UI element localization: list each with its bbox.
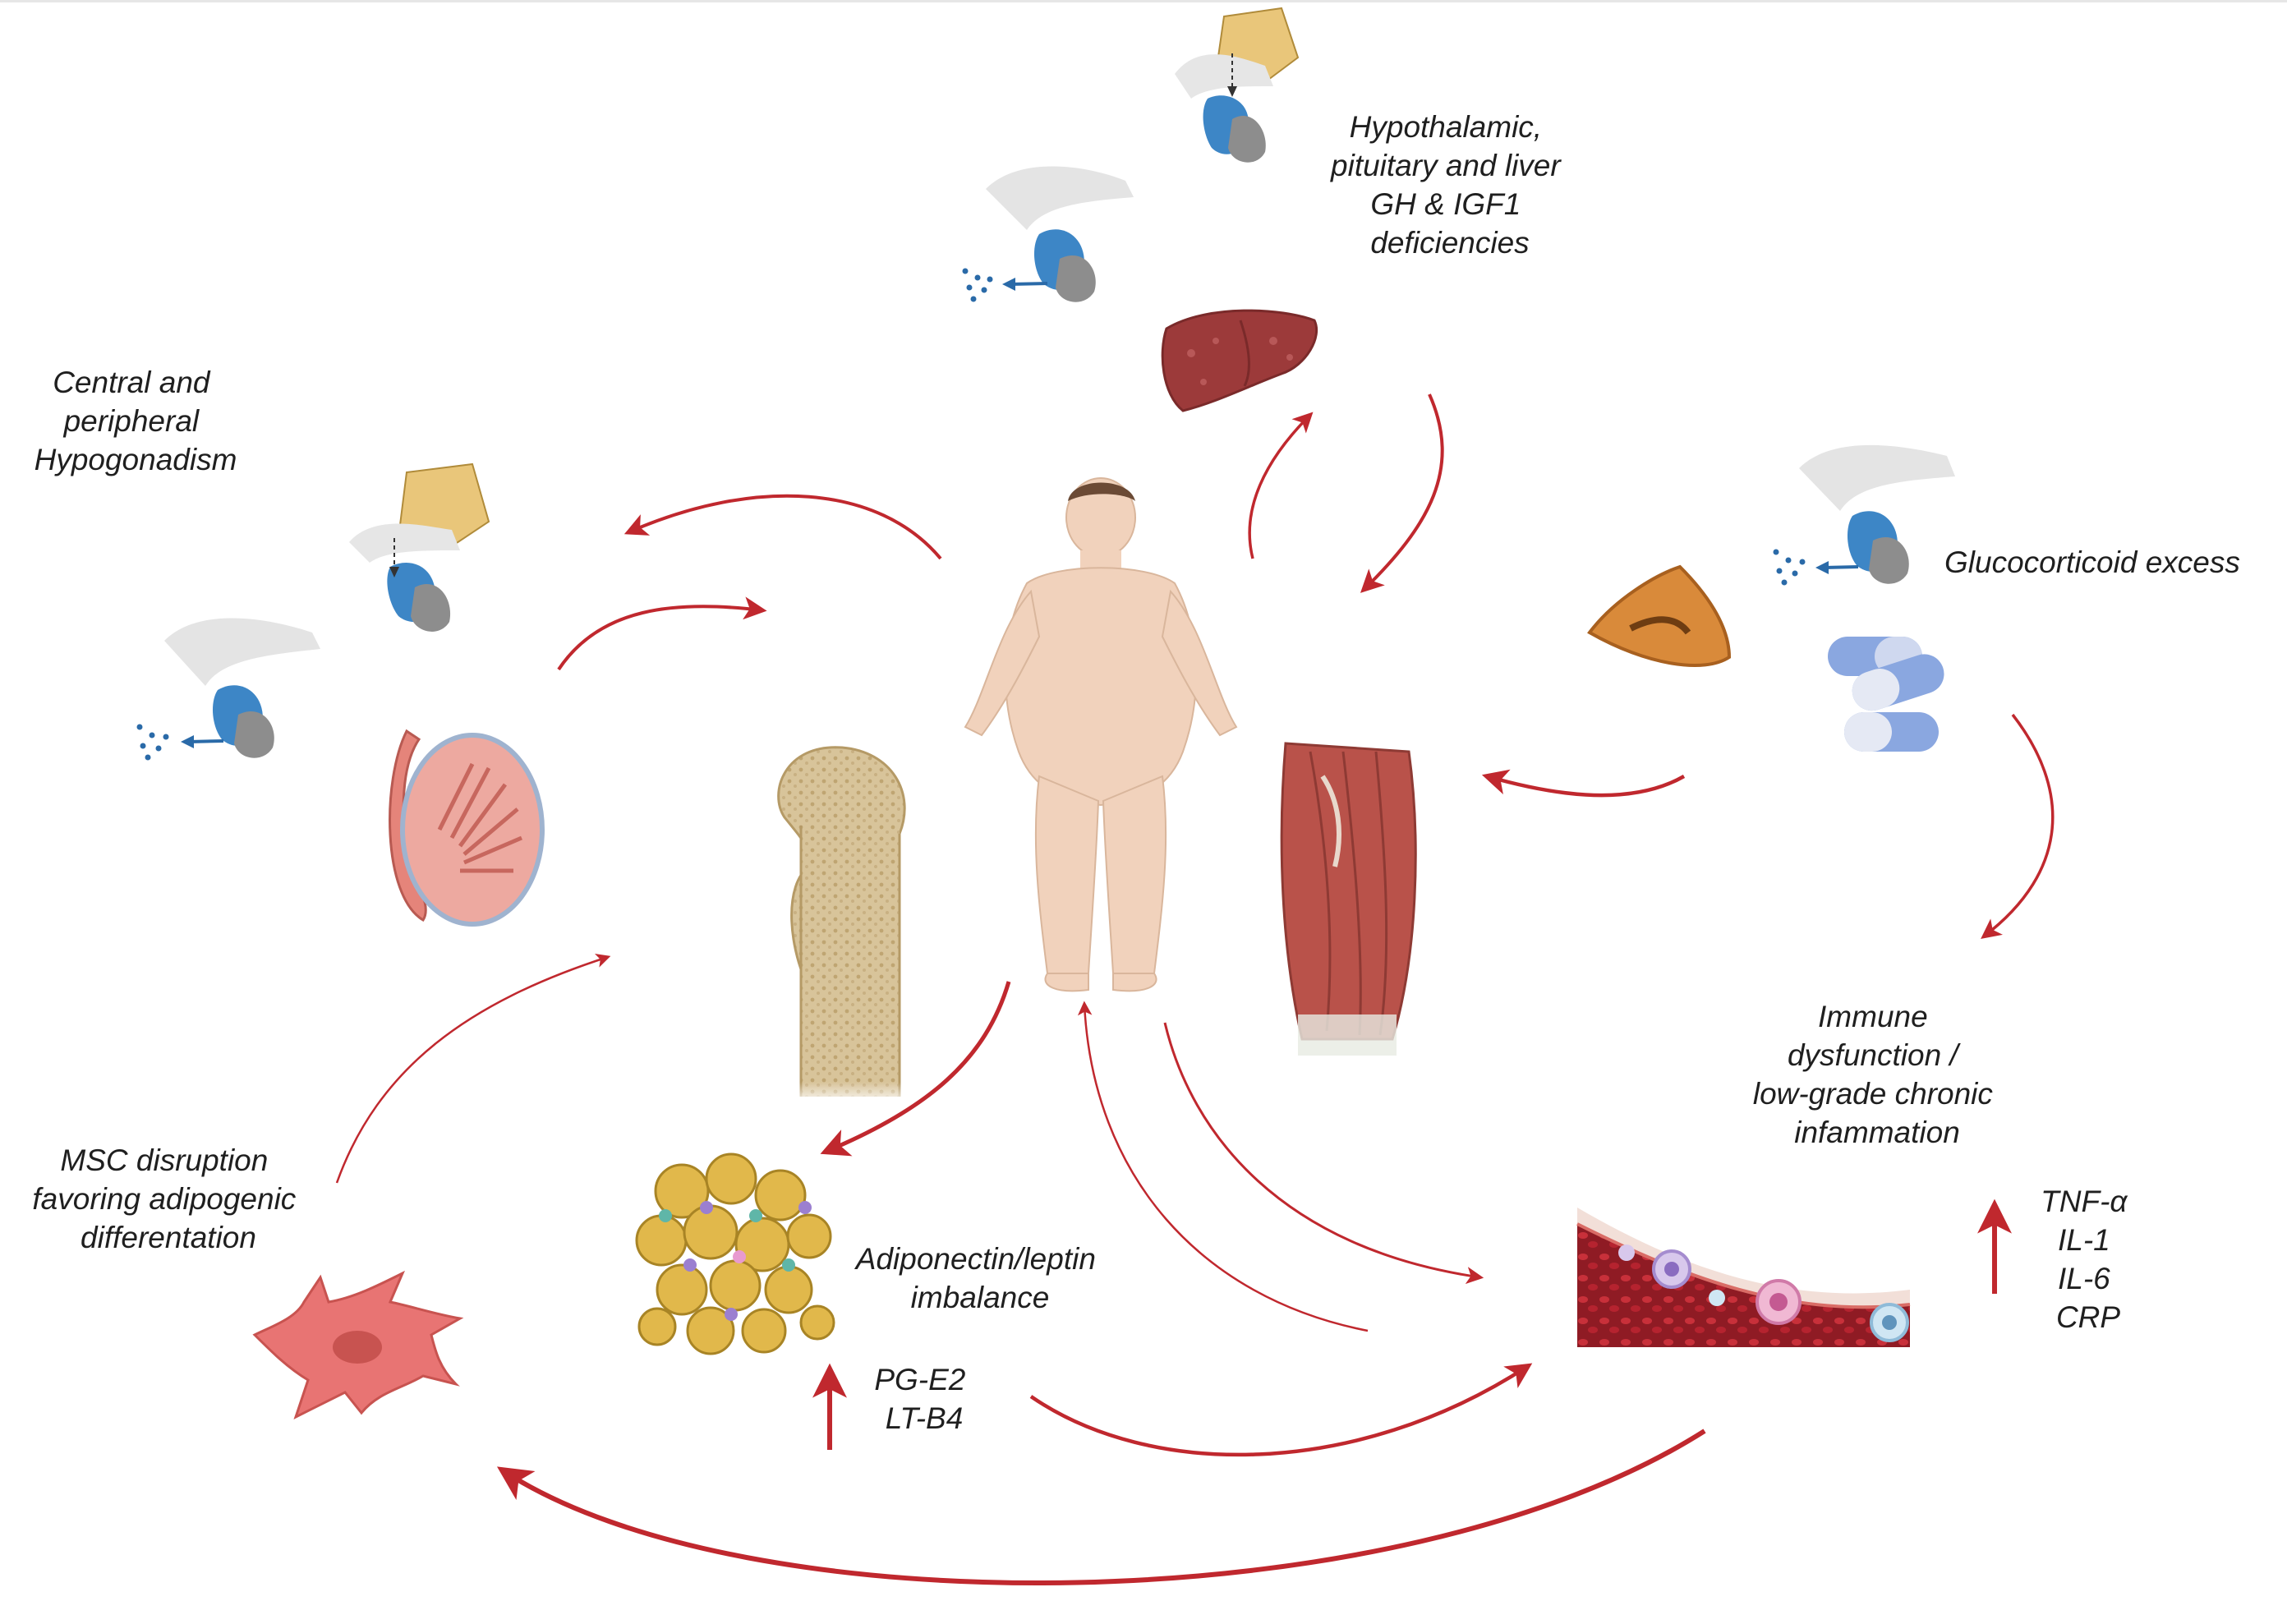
arrow-msc-to-hypogonadism <box>335 953 611 1184</box>
immune-cell-dot <box>782 1258 795 1272</box>
immune-cell-dot <box>733 1250 746 1263</box>
blood-vessel-icon <box>1576 1208 1911 1347</box>
femur-bone-icon <box>777 746 908 1105</box>
adipocyte <box>635 1214 688 1267</box>
adipocyte <box>754 1169 807 1221</box>
arrow-hypogonadism-to-body <box>557 596 767 671</box>
adipocyte <box>741 1308 787 1354</box>
adipocyte <box>786 1213 832 1259</box>
immune-label: Immune dysfunction / low-grade chronic i… <box>1753 1000 2001 1149</box>
arrow-blood-to-msc <box>496 1428 1706 1585</box>
immune-cell-dot <box>683 1258 697 1272</box>
pituitary-icon <box>1773 444 1955 586</box>
immune-cell-dot <box>659 1209 672 1222</box>
immune-cell-dot <box>700 1201 713 1214</box>
hypogonadism-label: Central and peripheral Hypogonadism <box>35 366 237 476</box>
immune-cell-dot <box>798 1201 812 1214</box>
human-body-icon <box>964 477 1238 992</box>
gh-igf1-label: Hypothalamic, pituitary and liver GH & I… <box>1330 110 1569 260</box>
liver-icon <box>1161 309 1318 412</box>
cytokines-label: TNF-α IL-1 IL-6 CRP <box>2041 1185 2136 1334</box>
arrow-glucocorticoid-to-muscle <box>1481 769 1686 798</box>
pill-icon <box>1828 637 1944 752</box>
adipocyte <box>709 1259 762 1312</box>
adipocyte <box>686 1306 735 1355</box>
adipokines-label: Adiponectin/leptin imbalance <box>854 1242 1104 1314</box>
pituitary-icon <box>962 166 1134 302</box>
immune-cell-dot <box>725 1308 738 1321</box>
msc-label: MSC disruption favoring adipogenic diffe… <box>32 1143 304 1254</box>
arrow-adipose-to-blood <box>1029 1363 1533 1457</box>
top-border <box>0 0 2287 2</box>
pituitary-icon <box>1175 7 1300 163</box>
adipocyte <box>799 1304 835 1341</box>
adipocyte <box>705 1152 757 1205</box>
adipocyte <box>656 1263 708 1316</box>
arrow-inflammation-to-body <box>1077 1001 1369 1332</box>
adipocyte <box>683 1204 739 1260</box>
arrow-body-to-liver <box>1248 412 1314 559</box>
testis-icon <box>389 729 545 927</box>
arrow-gh-to-muscle <box>1360 393 1444 593</box>
arrows <box>335 393 2055 1585</box>
mediators-label: PG-E2 LT-B4 <box>874 1363 973 1435</box>
adipocyte <box>654 1163 710 1219</box>
glucocorticoid-label: Glucocorticoid excess <box>1944 545 2240 579</box>
thigh-muscle-icon <box>1280 742 1417 1056</box>
adipose-tissue-icon <box>635 1152 835 1355</box>
arrow-body-to-hypogonadism <box>624 494 942 560</box>
arrow-glucocorticoid-to-immune <box>1981 713 2055 939</box>
immune-cell-dot <box>749 1209 762 1222</box>
msc-cell-icon <box>252 1270 464 1419</box>
adipocyte <box>764 1265 813 1314</box>
pituitary-icon <box>349 462 490 632</box>
arrow-body-to-adipose <box>820 981 1011 1157</box>
arrow-body-to-blood <box>1163 1022 1484 1284</box>
pituitary-icon <box>136 618 320 761</box>
adipocyte <box>637 1307 677 1346</box>
adrenal-gland-icon <box>1587 564 1732 667</box>
